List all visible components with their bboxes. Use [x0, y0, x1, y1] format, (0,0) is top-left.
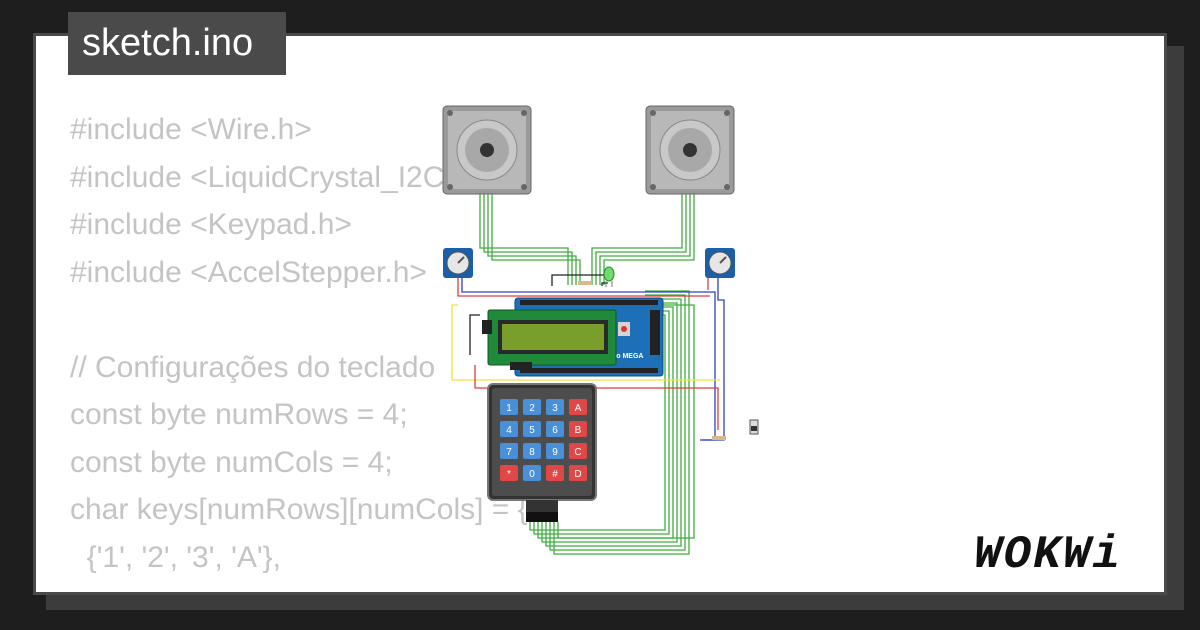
keypad-key: [523, 421, 541, 437]
keypad-key: [523, 465, 541, 481]
keypad-key-label: 3: [552, 403, 558, 414]
keypad-wires: [529, 290, 695, 555]
keypad-key: [569, 465, 587, 481]
keypad-key: [500, 421, 518, 437]
keypad-key: [500, 399, 518, 415]
keypad-key: [546, 465, 564, 481]
keypad-key-label: 6: [552, 425, 558, 436]
keypad-key-label: D: [574, 469, 581, 480]
keypad-key-label: 4: [506, 425, 512, 436]
keypad-key-label: C: [574, 447, 581, 458]
keypad-key: [546, 443, 564, 459]
code-line: // Configurações do teclado: [70, 350, 436, 384]
code-preview: #include <Wire.h> #include <LiquidCrystal…: [70, 106, 528, 592]
code-line: #include <LiquidCrystal_I2C.h>: [70, 160, 487, 194]
keypad-key: [569, 399, 587, 415]
keypad-key: [569, 443, 587, 459]
wokwi-logo: WOKWi: [974, 529, 1122, 577]
resistor: [578, 281, 592, 285]
logo-text: WOKWi: [974, 529, 1122, 577]
code-line: const byte numRows = 4;: [70, 398, 408, 431]
code-line: char keys[numRows][numCols] = {: [70, 493, 528, 526]
code-line: #include <Keypad.h>: [70, 208, 352, 241]
stepper-motor-right: [645, 105, 735, 195]
lcd-display: [482, 309, 617, 370]
stepper-motor-left: [442, 105, 532, 195]
keypad-key-label: A: [575, 403, 582, 414]
keypad-key-label: B: [575, 425, 582, 436]
keypad-key: [523, 399, 541, 415]
keypad-key-label: 8: [529, 447, 535, 458]
keypad-key-label: 0: [529, 469, 535, 480]
resistor: [712, 436, 726, 440]
keypad-keys: 1 2 3 A 4 5 6 B 7 8 9 C * 0 # D: [500, 399, 587, 481]
keypad-key-label: *: [507, 469, 511, 480]
led-green: [603, 266, 615, 287]
keypad-key: [523, 443, 541, 459]
code-line: #include <AccelStepper.h>: [70, 255, 427, 289]
potentiometer-right: [705, 248, 735, 278]
code-line: const byte numCols = 4;: [70, 445, 393, 479]
file-name-tab: sketch.ino: [68, 12, 286, 75]
keypad-key: [546, 421, 564, 437]
motor-wires: [479, 192, 695, 285]
circuit-diagram: ino MEGA 1 2 3 A 4 5 6 B 7 8 9 C * 0 # D: [442, 105, 759, 555]
keypad-key-label: 9: [552, 447, 558, 458]
potentiometer-left: [443, 248, 473, 278]
keypad-key-label: 7: [506, 447, 512, 458]
keypad-key-label: #: [552, 469, 558, 480]
code-line: #include <Wire.h>: [70, 113, 312, 146]
slide-switch: [749, 419, 759, 435]
keypad-key-label: 2: [529, 403, 535, 414]
keypad-key-label: 1: [506, 403, 512, 414]
code-line: {'1', '2', '3', 'A'},: [70, 540, 281, 574]
keypad-key: [500, 465, 518, 481]
keypad-key: [500, 443, 518, 459]
keypad-key: [546, 399, 564, 415]
code-line: {'4', '5', '6', 'B'},: [70, 581, 528, 592]
keypad-key: [569, 421, 587, 437]
board-label: ino MEGA: [610, 353, 643, 360]
keypad-key-label: 5: [529, 425, 535, 436]
